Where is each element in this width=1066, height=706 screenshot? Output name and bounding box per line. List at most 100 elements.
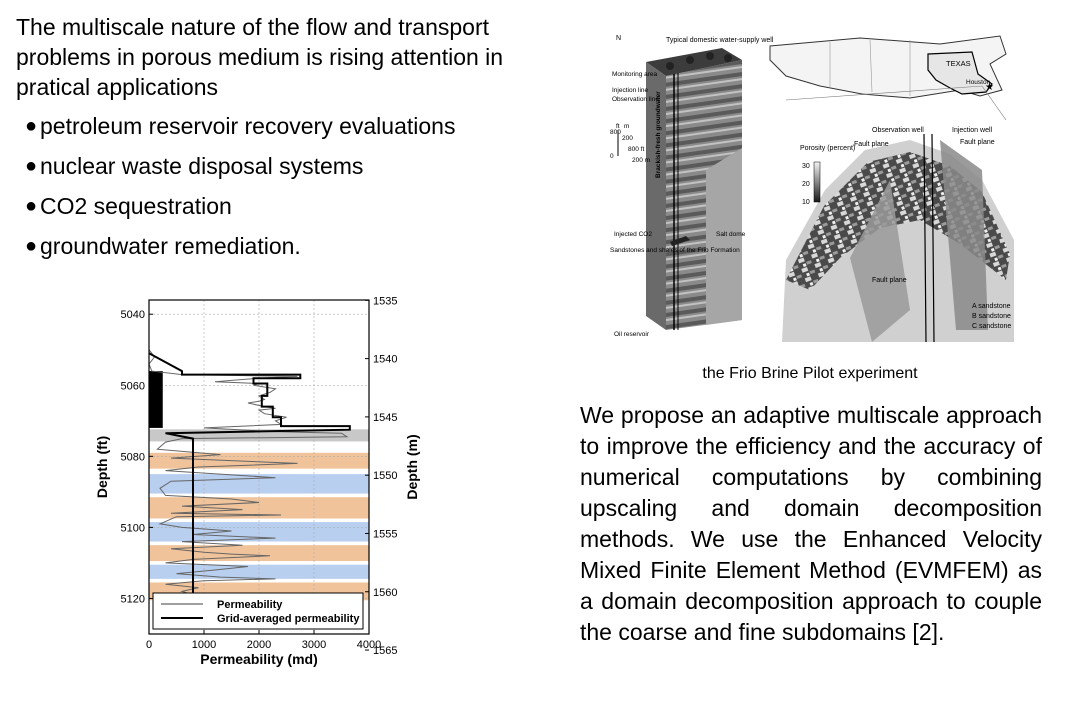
zoom-line xyxy=(981,85,1007,121)
list-item-text: CO2 sequestration xyxy=(40,193,232,219)
x-tick-label: 0 xyxy=(146,639,152,651)
bullet-icon: ● xyxy=(25,235,38,257)
x-axis-label: Permeability (md) xyxy=(200,651,317,667)
legend-title: Porosity (percent) xyxy=(800,145,855,152)
x-tick-label: 3000 xyxy=(302,639,326,651)
application-list: ●petroleum reservoir recovery evaluation… xyxy=(16,106,536,266)
y-tick-label-left: 5100 xyxy=(121,522,145,534)
state-border xyxy=(869,39,873,93)
scale-unit-m: m xyxy=(624,123,629,130)
lithology-band xyxy=(149,561,369,565)
callout-brackish: Brackish-fresh groundwater xyxy=(655,91,662,178)
salt-dome xyxy=(706,148,742,325)
texas-shape xyxy=(927,51,993,95)
label-fault-plane-right: Fault plane xyxy=(960,139,995,146)
low-permeability-fill xyxy=(149,371,163,428)
label-sandstone-c: C sandstone xyxy=(972,323,1011,330)
y-tick-label-right: 1560 xyxy=(373,587,397,599)
figure-caption: the Frio Brine Pilot experiment xyxy=(702,365,918,382)
list-item: ●CO2 sequestration xyxy=(16,186,536,226)
y-tick-label-right: 1540 xyxy=(373,354,397,366)
list-item-text: petroleum reservoir recovery evaluations xyxy=(40,113,456,139)
compass-icon: N xyxy=(616,35,621,42)
chart-legend: Permeability Grid-averaged permeability xyxy=(152,592,364,630)
injection-well-line xyxy=(931,133,935,342)
lithology-band xyxy=(149,468,369,475)
chart-fill-region xyxy=(149,371,163,428)
callout-monitoring: Monitoring area xyxy=(612,71,658,78)
label-sandstone-b: B sandstone xyxy=(972,313,1011,320)
bullet-icon: ● xyxy=(25,195,38,217)
lithology-band xyxy=(149,493,369,498)
chart-ticks: 0 1000 2000 3000 4000 5040 5060 5080 5100 5120 153… xyxy=(121,295,398,657)
permeability-depth-chart: 0 1000 2000 3000 4000 5040 5060 5080 5100 5120 153… xyxy=(95,295,420,667)
scale-value: 200 m xyxy=(632,157,650,164)
intro-paragraph: The multiscale nature of the flow and tr… xyxy=(16,14,504,100)
scale-value: 800 xyxy=(610,129,621,136)
label-injected-co2: Injected CO2 xyxy=(614,231,652,238)
label-injection-well: Injection well xyxy=(952,127,993,134)
list-item: ●nuclear waste disposal systems xyxy=(16,146,536,186)
y-axis-label-left: Depth (ft) xyxy=(95,436,110,498)
porosity-colorbar xyxy=(813,161,821,203)
trees-icon xyxy=(724,54,732,62)
y-tick-label-left: 5040 xyxy=(121,309,145,321)
block-front xyxy=(646,62,666,330)
x-tick-label: 4000 xyxy=(357,639,381,651)
list-item: ●groundwater remediation. xyxy=(16,226,536,266)
label-oil-reservoir: Oil reservoir xyxy=(614,331,650,338)
legend-value: 20 xyxy=(802,181,810,188)
callout-observation: Observation line xyxy=(612,96,659,103)
chart-series xyxy=(148,349,351,602)
permeability-line xyxy=(148,349,349,599)
porosity-legend: Porosity (percent) 30 20 10 xyxy=(800,145,855,206)
y-tick-label-left: 5120 xyxy=(121,593,145,605)
scale-value: 200 xyxy=(622,135,633,142)
scale-unit-ft: ft xyxy=(616,123,620,130)
us-map-inset: TEXAS Houston ★ xyxy=(769,35,1007,121)
list-item: ●petroleum reservoir recovery evaluation… xyxy=(16,106,536,146)
trees-icon xyxy=(666,62,674,70)
x-tick-label: 1000 xyxy=(192,639,216,651)
fault-plane-surface xyxy=(850,180,910,342)
callout-injection: Injection line xyxy=(612,87,649,94)
intro-section: The multiscale nature of the flow and tr… xyxy=(16,12,536,266)
legend-label-permeability: Permeability xyxy=(217,599,283,611)
scale-value: 0 xyxy=(610,153,614,160)
label-observation-well: Observation well xyxy=(872,127,924,134)
map-label-houston: Houston xyxy=(966,79,991,86)
map-label-texas: TEXAS xyxy=(946,59,971,68)
porosity-model: Observation well Injection well Fault pl… xyxy=(782,127,1014,342)
trees-icon xyxy=(686,56,694,64)
label-fault-plane-left: Fault plane xyxy=(854,141,889,148)
injected-co2-plume xyxy=(670,236,690,246)
x-tick-label: 2000 xyxy=(247,639,271,651)
label-sandstone-a: A sandstone xyxy=(972,303,1011,310)
y-axis-label-right: Depth (m) xyxy=(404,434,420,499)
callout-top: Typical domestic water-supply well xyxy=(666,37,774,44)
legend-value: 10 xyxy=(802,199,810,206)
label-fault-plane-bottom: Fault plane xyxy=(872,277,907,284)
legend-box xyxy=(152,592,364,630)
scale-value: 800 ft xyxy=(628,146,644,153)
lithology-band xyxy=(149,541,369,546)
fault-plane-surface xyxy=(940,140,988,330)
y-tick-label-left: 5080 xyxy=(121,451,145,463)
list-item-text: nuclear waste disposal systems xyxy=(40,153,364,179)
list-item-text: groundwater remediation. xyxy=(40,233,301,259)
y-tick-label-left: 5060 xyxy=(121,380,145,392)
zoom-line xyxy=(785,85,983,101)
proposal-paragraph: We propose an adaptive multiscale approa… xyxy=(580,402,1042,645)
label-salt-dome: Salt dome xyxy=(716,231,746,238)
label-sandstones: Sandstones and shales of the Frio Format… xyxy=(610,247,740,254)
legend-label-grid-averaged: Grid-averaged permeability xyxy=(217,613,360,625)
y-tick-label-right: 1565 xyxy=(373,645,397,657)
y-tick-label-right: 1545 xyxy=(373,412,397,424)
y-tick-label-right: 1535 xyxy=(373,295,397,307)
block-diagram: Typical domestic water-supply well N Mon… xyxy=(610,35,774,338)
houston-star-icon: ★ xyxy=(985,82,994,93)
grid-averaged-permeability-line xyxy=(148,352,351,602)
frio-site-figure: Typical domestic water-supply well N Mon… xyxy=(610,35,1014,342)
legend-value: 30 xyxy=(802,163,810,170)
bullet-icon: ● xyxy=(25,155,38,177)
